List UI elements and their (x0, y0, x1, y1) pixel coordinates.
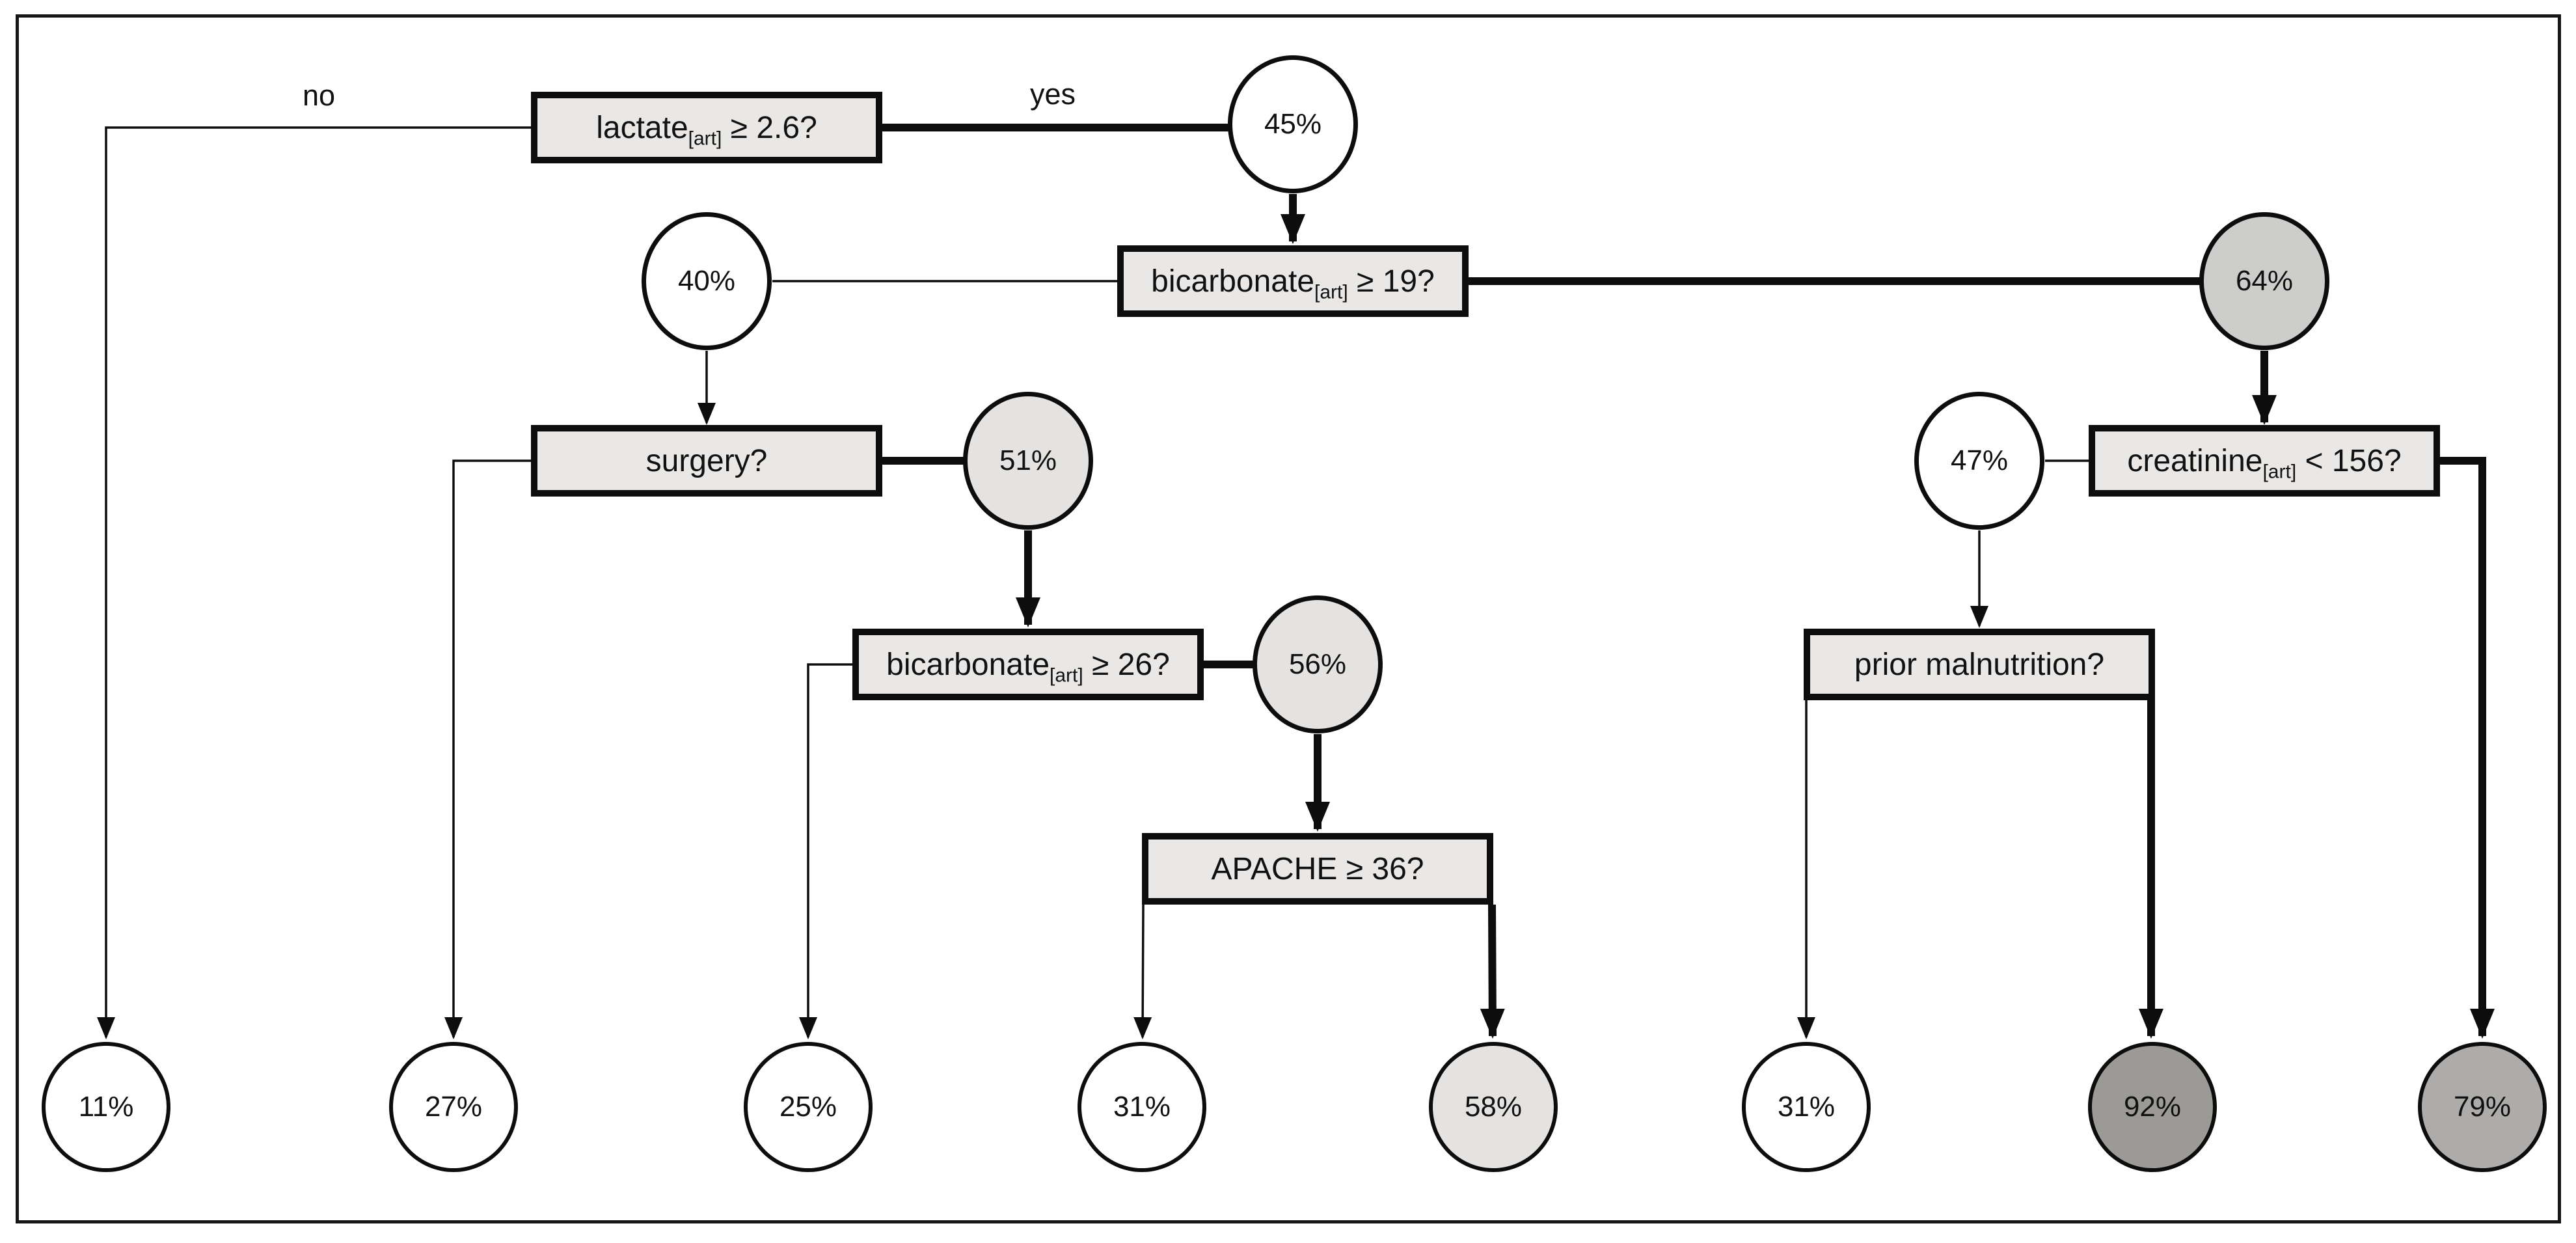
decision-label-subscript: [art] (1314, 281, 1348, 303)
probability-value: 47% (1950, 444, 2009, 476)
decision-label: bicarbonate[art] ≥ 26? (886, 647, 1170, 687)
probability-value: 51% (999, 444, 1057, 476)
decision-label-subscript: [art] (2262, 461, 2297, 483)
probability-value: 79% (2453, 1091, 2512, 1123)
probability-node-51: 51% (963, 392, 1093, 530)
probability-value: 92% (2123, 1091, 2182, 1123)
leaf-node-92: 92% (2088, 1042, 2217, 1172)
edge-surgery-leaf27 (444, 459, 531, 1039)
edge-creatinine-leaf79 (2440, 457, 2495, 1039)
probability-value: 27% (424, 1091, 483, 1123)
leaf-node-27: 27% (389, 1042, 518, 1172)
leaf-node-58: 58% (1429, 1042, 1558, 1172)
decision-label: prior malnutrition? (1854, 647, 2105, 682)
decision-node-prior-malnutrition: prior malnutrition? (1804, 629, 2155, 700)
decision-label: bicarbonate[art] ≥ 19? (1151, 264, 1435, 303)
decision-node-bicarbonate-26: bicarbonate[art] ≥ 26? (852, 629, 1204, 700)
branch-label-no: no (302, 79, 336, 112)
probability-value: 56% (1288, 648, 1347, 680)
decision-label: lactate[art] ≥ 2.6? (596, 110, 817, 150)
branch-label-yes: yes (1029, 77, 1076, 111)
leaf-node-31-left: 31% (1078, 1042, 1206, 1172)
edge-lactate-no-leaf11 (97, 126, 531, 1039)
decision-node-bicarbonate-19: bicarbonate[art] ≥ 19? (1117, 245, 1469, 317)
decision-node-creatinine: creatinine[art] < 156? (2089, 425, 2440, 497)
probability-value: 11% (78, 1091, 134, 1123)
probability-value: 64% (2235, 265, 2294, 297)
decision-label-subscript: [art] (688, 128, 722, 150)
leaf-node-31-right: 31% (1742, 1042, 1871, 1172)
probability-value: 31% (1113, 1091, 1171, 1123)
probability-node-40: 40% (642, 212, 772, 350)
probability-value: 25% (779, 1091, 837, 1123)
probability-value: 45% (1264, 108, 1322, 140)
decision-node-lactate: lactate[art] ≥ 2.6? (531, 92, 882, 163)
figure-border (16, 14, 2561, 1223)
probability-value: 58% (1464, 1091, 1523, 1123)
probability-value: 40% (677, 265, 736, 297)
edge-apache-leaf58 (1480, 904, 1505, 1039)
decision-label: creatinine[art] < 156? (2127, 443, 2402, 483)
probability-node-45: 45% (1228, 55, 1358, 193)
edge-bicarb26-leaf25 (799, 663, 852, 1039)
decision-node-apache: APACHE ≥ 36? (1142, 833, 1493, 905)
decision-label: APACHE ≥ 36? (1211, 851, 1424, 886)
probability-node-56: 56% (1253, 595, 1383, 733)
decision-node-surgery: surgery? (531, 425, 882, 497)
decision-label: surgery? (645, 443, 768, 478)
probability-node-47: 47% (1914, 392, 2044, 530)
decision-label-subscript: [art] (1050, 664, 1083, 687)
probability-node-64: 64% (2199, 212, 2329, 350)
leaf-node-25: 25% (744, 1042, 873, 1172)
leaf-node-79: 79% (2418, 1042, 2547, 1172)
probability-value: 31% (1777, 1091, 1836, 1123)
leaf-node-11: 11% (42, 1042, 170, 1172)
